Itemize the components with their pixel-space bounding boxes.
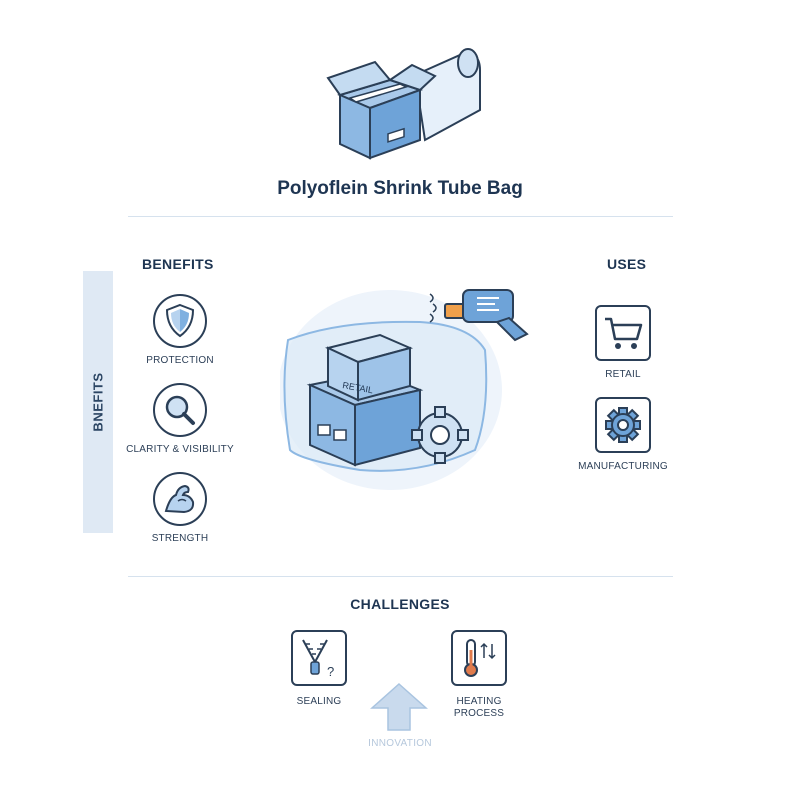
page-title: Polyoflein Shrink Tube Bag — [277, 178, 523, 199]
shrink-wrapped-boxes-icon: RETAIL — [280, 290, 502, 490]
challenge-label-heating: HEATING PROCESS — [429, 696, 529, 720]
benefit-label-protection: PROTECTION — [146, 355, 214, 366]
magnifier-icon — [153, 383, 207, 437]
challenge-label-heating-line1: HEATING — [456, 696, 502, 707]
svg-text:?: ? — [327, 664, 334, 679]
shopping-cart-icon — [595, 305, 651, 361]
bottom-divider — [128, 576, 673, 577]
use-label-retail: RETAIL — [605, 369, 641, 380]
up-arrow-icon — [370, 682, 428, 731]
side-label: BNEFITS — [90, 372, 106, 432]
challenge-label-sealing: SEALING — [296, 696, 342, 707]
challenges-heading: CHALLENGES — [350, 596, 450, 612]
use-label-manufacturing: MANUFACTURING — [578, 461, 668, 472]
thermometer-icon — [451, 630, 507, 686]
heat-gun-icon — [429, 289, 529, 342]
top-divider — [128, 216, 673, 217]
benefit-label-clarity: CLARITY & VISIBILITY — [126, 444, 234, 455]
flexed-arm-icon — [153, 472, 207, 526]
zipper-question-icon: ? — [291, 630, 347, 686]
gear-icon — [595, 397, 651, 453]
benefits-heading: BENEFITS — [142, 256, 214, 272]
innovation-label: INNOVATION — [368, 738, 432, 749]
benefit-label-strength: STRENGTH — [151, 533, 209, 544]
shield-icon — [153, 294, 207, 348]
uses-heading: USES — [607, 256, 647, 272]
side-bar — [83, 271, 113, 533]
challenge-label-heating-line2: PROCESS — [453, 708, 505, 719]
box-with-film-roll-icon — [326, 48, 481, 160]
